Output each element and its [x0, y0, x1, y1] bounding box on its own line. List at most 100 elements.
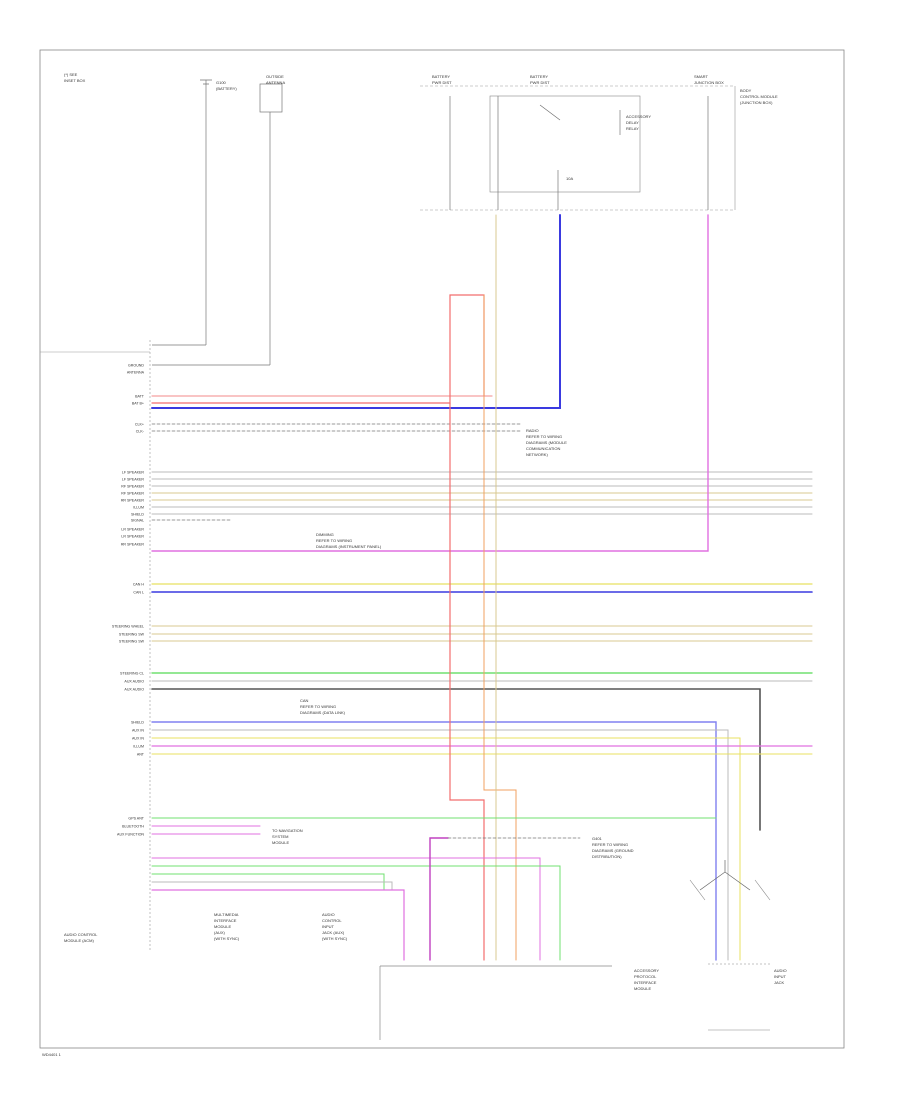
- wire-steering-sw-2: [151, 729, 729, 961]
- pin-label: SHIELD: [131, 721, 144, 725]
- pin-label: AUX AUDIO: [124, 688, 144, 692]
- junction-mid-label-2: PWR DIST: [530, 80, 550, 85]
- ground-label-1: G100: [216, 80, 227, 85]
- pin-label: LF SPEAKER: [122, 471, 145, 475]
- pin-label: RR SPEAKER: [121, 543, 145, 547]
- inset-label-1: (*) SEE: [64, 72, 78, 77]
- antenna-sensor-box: [259, 83, 283, 113]
- junction-top-label-1: BATTERY: [432, 74, 450, 79]
- pin-label: BAT B+: [132, 402, 144, 406]
- wire-steering: [151, 688, 761, 831]
- wire-ant: [151, 865, 561, 961]
- pin-label: ANTENNA: [127, 371, 145, 375]
- junction-top-label-2: PWR DIST: [432, 80, 452, 85]
- ann-canbus-2: REFER TO WIRING: [300, 704, 336, 709]
- ann-bus-2: REFER TO WIRING: [526, 434, 562, 439]
- wire-batt-feed: [151, 294, 485, 404]
- ann-canbus-3: DIAGRAMS (DATA LINK): [300, 710, 346, 715]
- audio-jack-symbol: [689, 860, 771, 1031]
- jack-label-3: JACK: [774, 980, 785, 985]
- pin-label: STEERING CL: [120, 672, 144, 676]
- mod-bl-2: INTERFACE: [214, 918, 237, 923]
- pin-label: AUX IN: [132, 729, 144, 733]
- pin-label: AUX AUDIO: [124, 680, 144, 684]
- ann-illum-2: REFER TO WIRING: [316, 538, 352, 543]
- relay-label-2: DELAY: [626, 120, 639, 125]
- ann-illum-3: DIAGRAMS (INSTRUMENT PANEL): [316, 544, 382, 549]
- mod-br-4: MODULE: [634, 986, 651, 991]
- ann-aux-3: MODULE: [272, 840, 289, 845]
- module-title-1: AUDIO CONTROL: [64, 932, 98, 937]
- ann-aux-1: TO NAVIGATION: [272, 828, 303, 833]
- mod-bm-5: (WITH SYNC): [322, 936, 348, 941]
- junction-right-label-1: SMART: [694, 74, 708, 79]
- pin-label: SIGNAL: [131, 519, 144, 523]
- ann-bus-4: COMMUNICATION: [526, 446, 560, 451]
- mod-bm-4: JACK (AUX): [322, 930, 345, 935]
- pin-label: RF SPEAKER: [121, 492, 144, 496]
- wire-feed-down-2: [483, 294, 517, 961]
- junction-mid-label-1: BATTERY: [530, 74, 548, 79]
- pin-label: CAN L: [133, 591, 144, 595]
- pin-label: AUX FUNCTION: [117, 833, 144, 837]
- wire-illum-2: [151, 857, 541, 961]
- ann-canbus-1: CAN: [300, 698, 309, 703]
- antenna-label-1: OUTSIDE: [266, 74, 284, 79]
- bottom-connector: [379, 965, 612, 1040]
- ann-bus-1: RADIO: [526, 428, 539, 433]
- pin-label: SHIELD: [131, 513, 144, 517]
- wire-ground: [429, 837, 449, 961]
- pin-label: ANT: [137, 753, 145, 757]
- pin-label: BATT: [135, 395, 145, 399]
- pin-label: BLUETOOTH: [122, 825, 144, 829]
- ann-aux-2: SYSTEM: [272, 834, 288, 839]
- pin-label: AUX IN: [132, 737, 144, 741]
- junction-box-title-3: (JUNCTION BOX): [740, 100, 773, 105]
- pin-label: GROUND: [128, 364, 144, 368]
- mod-br-1: ACCESSORY: [634, 968, 659, 973]
- ann-ground-1: G401: [592, 836, 603, 841]
- module-title-2: MODULE (ACM): [64, 938, 94, 943]
- pin-label: ILLUM: [133, 745, 144, 749]
- footer-code: WD4401 1: [42, 1052, 62, 1057]
- pin-label: LR SPEAKER: [121, 535, 144, 539]
- ann-illum-1: DIMMING: [316, 532, 334, 537]
- diagram-frame: [39, 49, 845, 1049]
- wire-feed-down: [449, 402, 485, 961]
- mod-bm-3: INPUT: [322, 924, 335, 929]
- ann-bus-3: DIAGRAMS (MODULE: [526, 440, 567, 445]
- inset-label-2: INSET BOX: [64, 78, 86, 83]
- wire-steering-cl: [151, 737, 741, 961]
- pin-label: LR SPEAKER: [121, 528, 144, 532]
- pin-label: LF SPEAKER: [122, 478, 145, 482]
- mod-bl-4: (AUX): [214, 930, 226, 935]
- mod-br-3: INTERFACE: [634, 980, 657, 985]
- junction-box-title-2: CONTROL MODULE: [740, 94, 778, 99]
- mod-bl-5: (WITH SYNC): [214, 936, 240, 941]
- wire-aux-function: [151, 889, 405, 961]
- ground-symbol: [200, 79, 212, 345]
- ann-ground-3: DIAGRAMS (GROUND: [592, 848, 634, 853]
- antenna-label-2: ANTENNA: [266, 80, 285, 85]
- mod-bm-2: CONTROL: [322, 918, 342, 923]
- relay-label-3: RELAY: [626, 126, 639, 131]
- mod-bm-1: AUDIO: [322, 912, 335, 917]
- jack-label-1: AUDIO: [774, 968, 787, 973]
- wire-bluetooth: [151, 881, 393, 891]
- ann-ground-4: DISTRIBUTION): [592, 854, 622, 859]
- wire-gps: [151, 873, 385, 891]
- pin-label: CLK-: [136, 430, 145, 434]
- mod-bl-3: MODULE: [214, 924, 231, 929]
- jack-label-2: INPUT: [774, 974, 787, 979]
- mod-br-2: PROTOCOL: [634, 974, 657, 979]
- fuse-label: 10A: [566, 176, 573, 181]
- junction-box: [420, 85, 736, 211]
- mod-bl-1: MULTIMEDIA: [214, 912, 239, 917]
- wires: [151, 214, 813, 961]
- pin-label: GPS ANT: [128, 817, 144, 821]
- wire-signal: [151, 214, 709, 552]
- ann-bus-5: NETWORK): [526, 452, 548, 457]
- pin-label: RR SPEAKER: [121, 499, 145, 503]
